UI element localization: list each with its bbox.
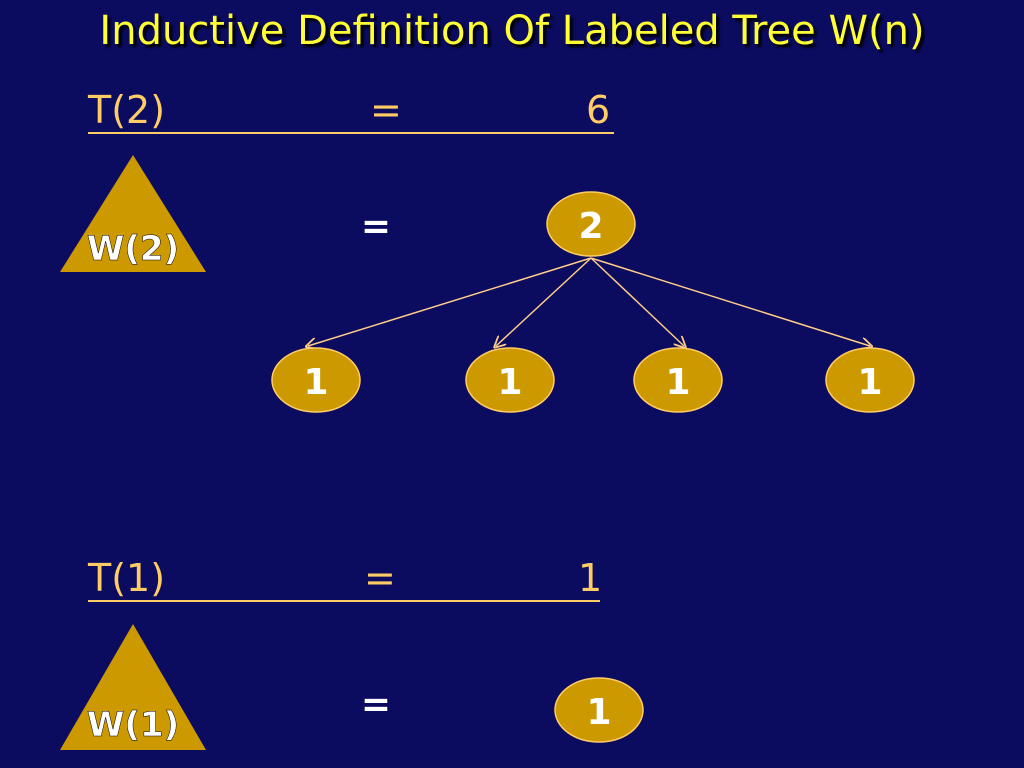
tree-leaf-node: 1 [465,347,555,413]
triangle-w1 [60,624,206,750]
equation-t2: T(2) = 6 [88,88,614,134]
slide-title: Inductive Definition Of Labeled Tree W(n… [99,8,925,54]
tree-leaf-node: 1 [633,347,723,413]
triangle-w2-label: W(2) [87,229,179,269]
equation-t1-equals: = [364,556,396,600]
equals-sign-w1: = [361,684,391,725]
tree-w1-label: 1 [586,692,611,733]
triangle-w1-label: W(1) [87,705,179,745]
tree-w1-node: 1 [554,677,644,743]
equation-t2-rhs: 6 [586,88,611,132]
tree-leaf-label: 1 [857,362,882,403]
tree-edge [590,257,684,346]
tree-root-node: 2 [546,191,636,257]
tree-leaf-node: 1 [271,347,361,413]
tree-edge [590,257,870,346]
tree-leaf-node: 1 [825,347,915,413]
equals-sign-w2: = [361,206,391,247]
equation-t2-lhs: T(2) [88,88,166,132]
equation-t1: T(1) = 1 [88,556,603,602]
equation-t2-equals: = [370,88,402,132]
tree-root-label: 2 [578,206,603,247]
equation-t1-rhs: 1 [578,556,603,600]
triangle-w2 [60,155,206,272]
tree-leaf-label: 1 [303,362,328,403]
tree-edge [308,257,592,346]
tree-leaf-label: 1 [497,362,522,403]
tree-edge [496,257,592,346]
equation-t1-lhs: T(1) [88,556,166,600]
tree-leaf-label: 1 [665,362,690,403]
